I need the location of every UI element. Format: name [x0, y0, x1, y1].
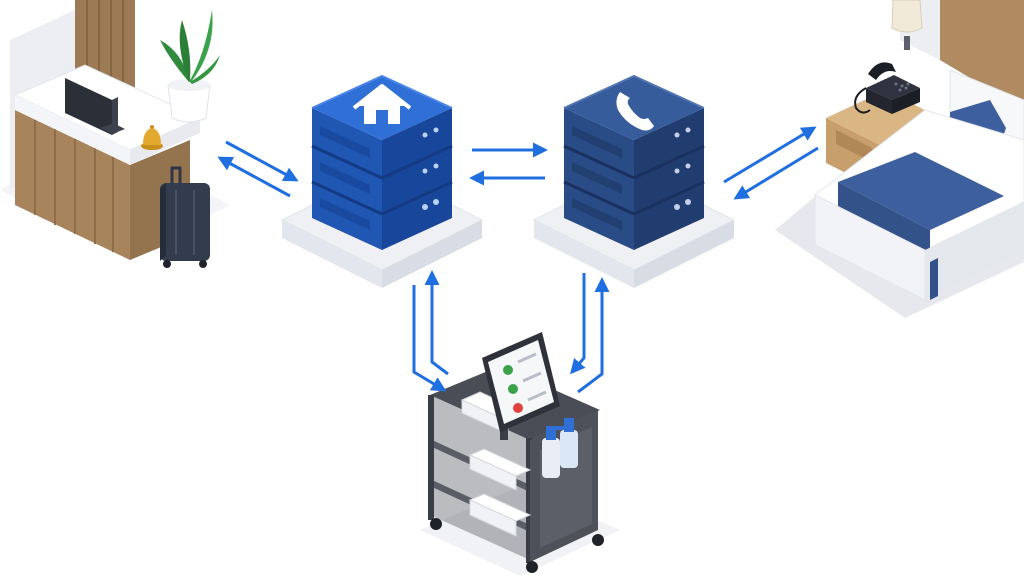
arrow-pms-to-housekeeping — [412, 285, 447, 392]
service-bell-icon — [141, 125, 163, 150]
house-icon — [352, 84, 412, 124]
arrow-pbx-to-housekeeping — [570, 273, 586, 375]
arrow-room-to-pbx — [733, 146, 819, 200]
bed-icon — [814, 69, 1024, 301]
phone-icon — [616, 92, 654, 131]
reception-counter-front — [15, 110, 130, 260]
luggage-icon — [160, 166, 210, 268]
wall-lamp-icon — [891, 0, 923, 50]
pms-server — [280, 74, 484, 288]
front-desk — [0, 0, 230, 268]
arrow-pms-to-frontdesk — [217, 156, 291, 198]
arrow-pbx-to-room — [723, 126, 817, 184]
computer-monitor-icon — [65, 78, 125, 135]
connection-arrows — [217, 126, 819, 394]
guest-room — [775, 0, 1024, 318]
telephone-icon — [854, 62, 920, 114]
spray-bottle-icon — [542, 418, 578, 478]
housekeeping — [420, 332, 620, 576]
potted-plant-icon — [160, 10, 220, 123]
arrow-frontdesk-to-pms — [225, 140, 299, 182]
arrow-housekeeping-to-pbx — [577, 277, 610, 394]
checklist-tablet-icon — [482, 332, 560, 440]
arrow-housekeeping-to-pms — [424, 270, 449, 376]
pbx-server — [532, 74, 736, 288]
